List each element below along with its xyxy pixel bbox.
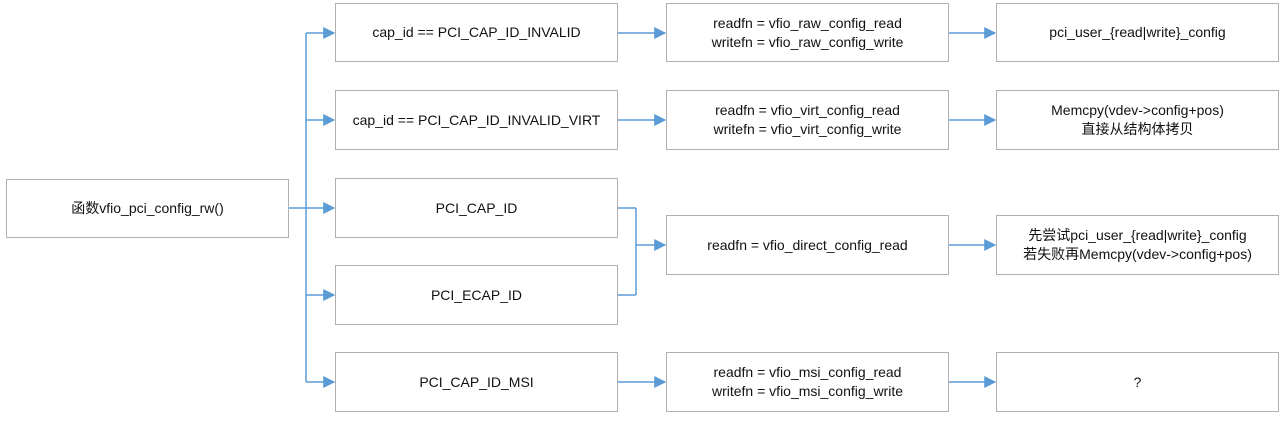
unknown-box: ? — [996, 352, 1279, 412]
node-text-line: 若失败再Memcpy(vdev->config+pos) — [1023, 246, 1252, 262]
user-config-box: pci_user_{read|write}_config — [996, 3, 1279, 62]
node-text-line: 直接从结构体拷贝 — [1081, 121, 1194, 137]
node-text-line: writefn = vfio_virt_config_write — [713, 121, 902, 137]
pci-ecap-id-box: PCI_ECAP_ID — [335, 265, 618, 325]
node-text-line: writefn = vfio_raw_config_write — [711, 33, 904, 50]
node-text-line: pci_user_{read|write}_config — [1049, 24, 1226, 40]
node-text-line: ? — [1133, 373, 1142, 390]
direct-config-function-box: readfn = vfio_direct_config_read — [666, 215, 949, 275]
pci-cap-id-box: PCI_CAP_ID — [335, 178, 618, 238]
root-function-box: 函数vfio_pci_config_rw() — [6, 179, 289, 238]
node-text-line: readfn = vfio_direct_config_read — [707, 236, 908, 253]
memcpy-box: Memcpy(vdev->config+pos) 直接从结构体拷贝 — [996, 90, 1279, 150]
try-user-then-memcpy-box: 先尝试pci_user_{read|write}_config 若失败再Memcp… — [996, 215, 1279, 275]
node-text-line: readfn = vfio_msi_config_read — [713, 364, 902, 380]
cap-id-invalid-virt-box: cap_id == PCI_CAP_ID_INVALID_VIRT — [335, 90, 618, 150]
node-text-line: PCI_CAP_ID_MSI — [419, 373, 534, 390]
node-text-line: cap_id == PCI_CAP_ID_INVALID — [372, 24, 581, 40]
node-text-line: PCI_ECAP_ID — [430, 286, 523, 303]
node-text-line: readfn = vfio_virt_config_read — [715, 102, 900, 118]
node-text-line: writefn = vfio_msi_config_write — [711, 383, 904, 399]
node-text-line: PCI_CAP_ID — [435, 199, 518, 216]
cap-id-invalid-box: cap_id == PCI_CAP_ID_INVALID — [335, 3, 618, 62]
node-text-line: 函数vfio_pci_config_rw() — [71, 200, 224, 216]
node-text-line: Memcpy(vdev->config+pos) — [1051, 102, 1224, 118]
node-text-line: 先尝试pci_user_{read|write}_config — [1028, 227, 1247, 243]
node-text-line: cap_id == PCI_CAP_ID_INVALID_VIRT — [352, 111, 601, 128]
node-text-line: readfn = vfio_raw_config_read — [713, 14, 902, 31]
pci-cap-id-msi-box: PCI_CAP_ID_MSI — [335, 352, 618, 412]
